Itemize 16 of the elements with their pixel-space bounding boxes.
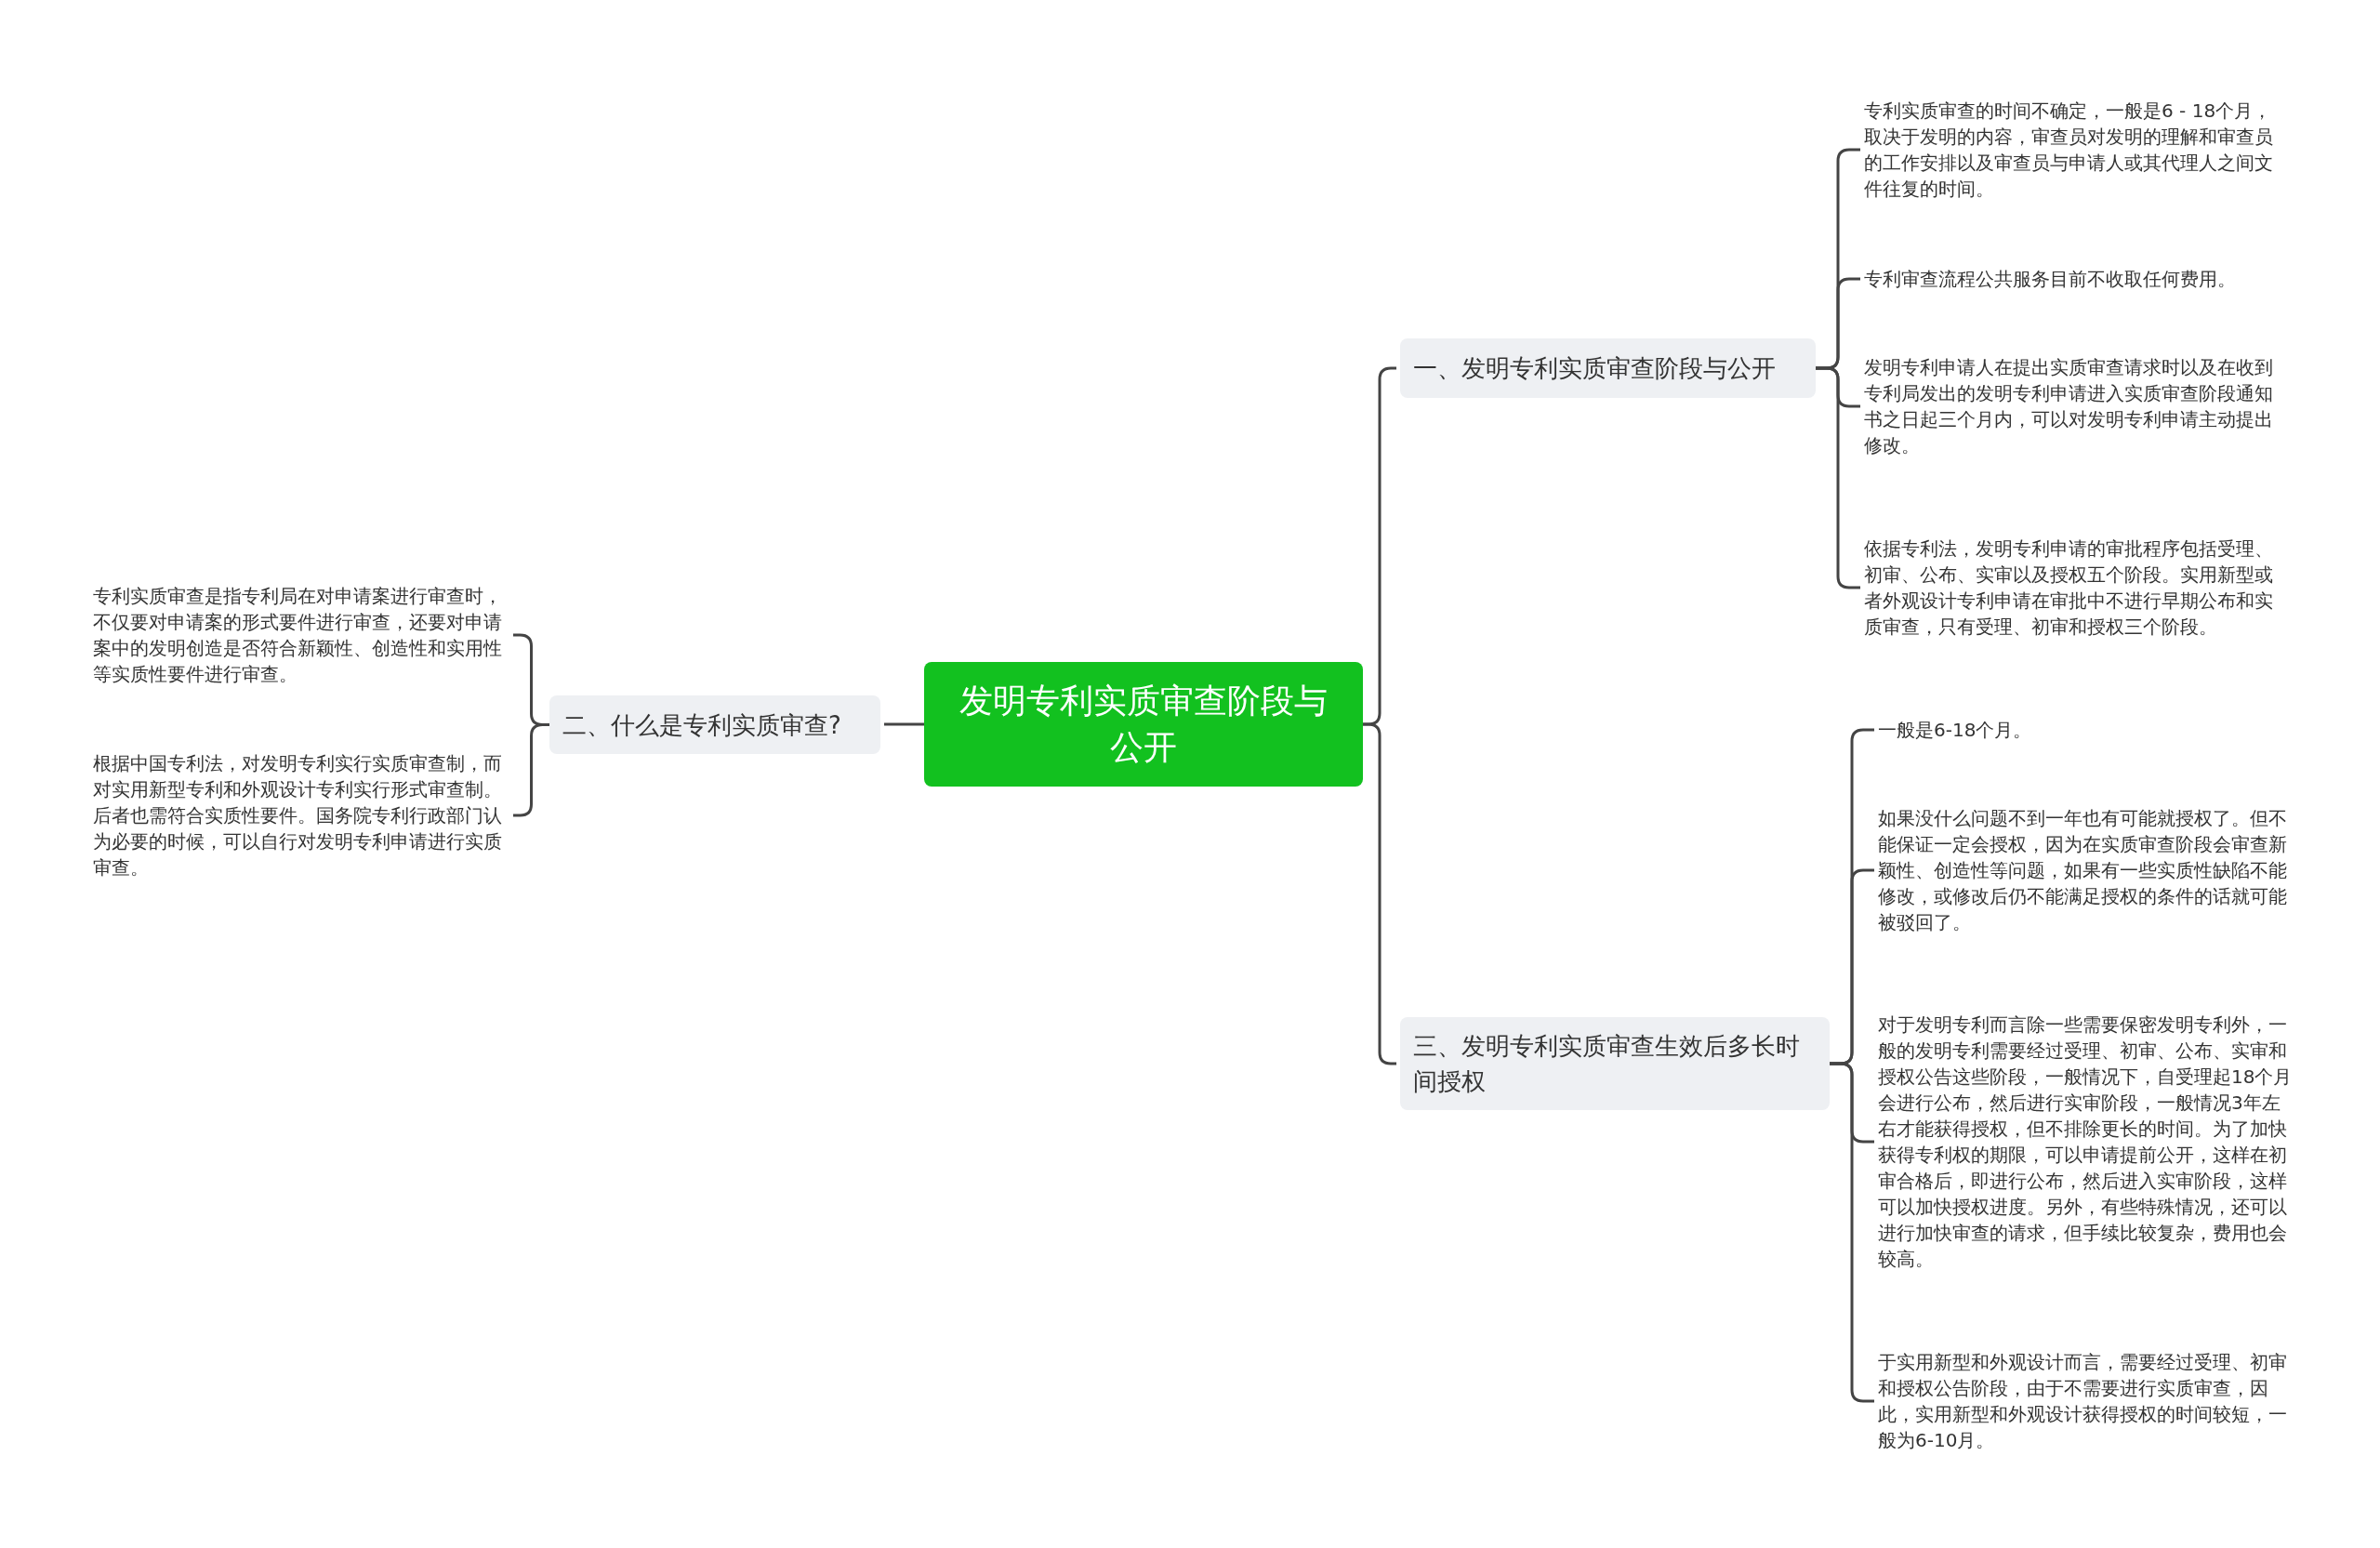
note-text: 如果没什么问题不到一年也有可能就授权了。但不能保证一定会授权，因为在实质审查阶段会审查新颖性、创造性等问题，如果有一些实质性缺陷不能修改，或修改后仍不能满足授权的条件的话就可能被驳回了。: [1878, 805, 2296, 935]
topic-box: 三、发明专利实质审查生效后多长时间授权: [1400, 1017, 1830, 1110]
note-text: 对于发明专利而言除一些需要保密发明专利外，一般的发明专利需要经过受理、初审、公布、实审和授权公告这些阶段，一般情况下，自受理起18个月会进行公布，然后进行实审阶段，一般情况3年左右才能获得授权，但不排除更长的时间。为了加快获得专利权的期限，可以申请提前公开，这样在初审合格后，即进行公布，然后进入实审阶段，这样可以加快授权进度。另外，有些特殊情况，还可以进行加快审查的请求，但手续比较复杂，费用也会较高。: [1878, 1012, 2296, 1272]
note-text: 根据中国专利法，对发明专利实行实质审查制，而对实用新型专利和外观设计专利实行形式审查制。后者也需符合实质性要件。国务院专利行政部门认为必要的时候，可以自行对发明专利申请进行实质审查。: [93, 750, 509, 880]
connector-line: [884, 722, 924, 726]
note-text: 专利实质审查的时间不确定，一般是6 - 18个月，取决于发明的内容，审查员对发明的理解和审查员的工作安排以及审查员与申请人或其代理人之间文件往复的时间。: [1864, 98, 2287, 202]
topic-box: 一、发明专利实质审查阶段与公开: [1400, 338, 1816, 398]
note-text: 依据专利法，发明专利申请的审批程序包括受理、初审、公布、实审以及授权五个阶段。实用新型或者外观设计专利申请在审批中不进行早期公布和实质审查，只有受理、初审和授权三个阶段。: [1864, 536, 2287, 640]
note-text: 一般是6-18个月。: [1878, 717, 2296, 743]
note-text: 于实用新型和外观设计而言，需要经过受理、初审和授权公告阶段，由于不需要进行实质审查，因此，实用新型和外观设计获得授权的时间较短，一般为6-10月。: [1878, 1349, 2296, 1453]
note-text: 发明专利申请人在提出实质审查请求时以及在收到专利局发出的发明专利申请进入实质审查阶段通知书之日起三个月内，可以对发明专利申请主动提出修改。: [1864, 354, 2287, 458]
note-text: 专利实质审查是指专利局在对申请案进行审查时，不仅要对申请案的形式要件进行审查，还要对申请案中的发明创造是否符合新颖性、创造性和实用性等实质性要件进行审查。: [93, 583, 509, 687]
topic-box: 二、什么是专利实质审查?: [549, 695, 880, 754]
connector-line: [1363, 722, 1396, 1065]
note-text: 专利审查流程公共服务目前不收取任何费用。: [1864, 266, 2287, 292]
central-topic-box: 发明专利实质审查阶段与公开: [924, 662, 1363, 787]
